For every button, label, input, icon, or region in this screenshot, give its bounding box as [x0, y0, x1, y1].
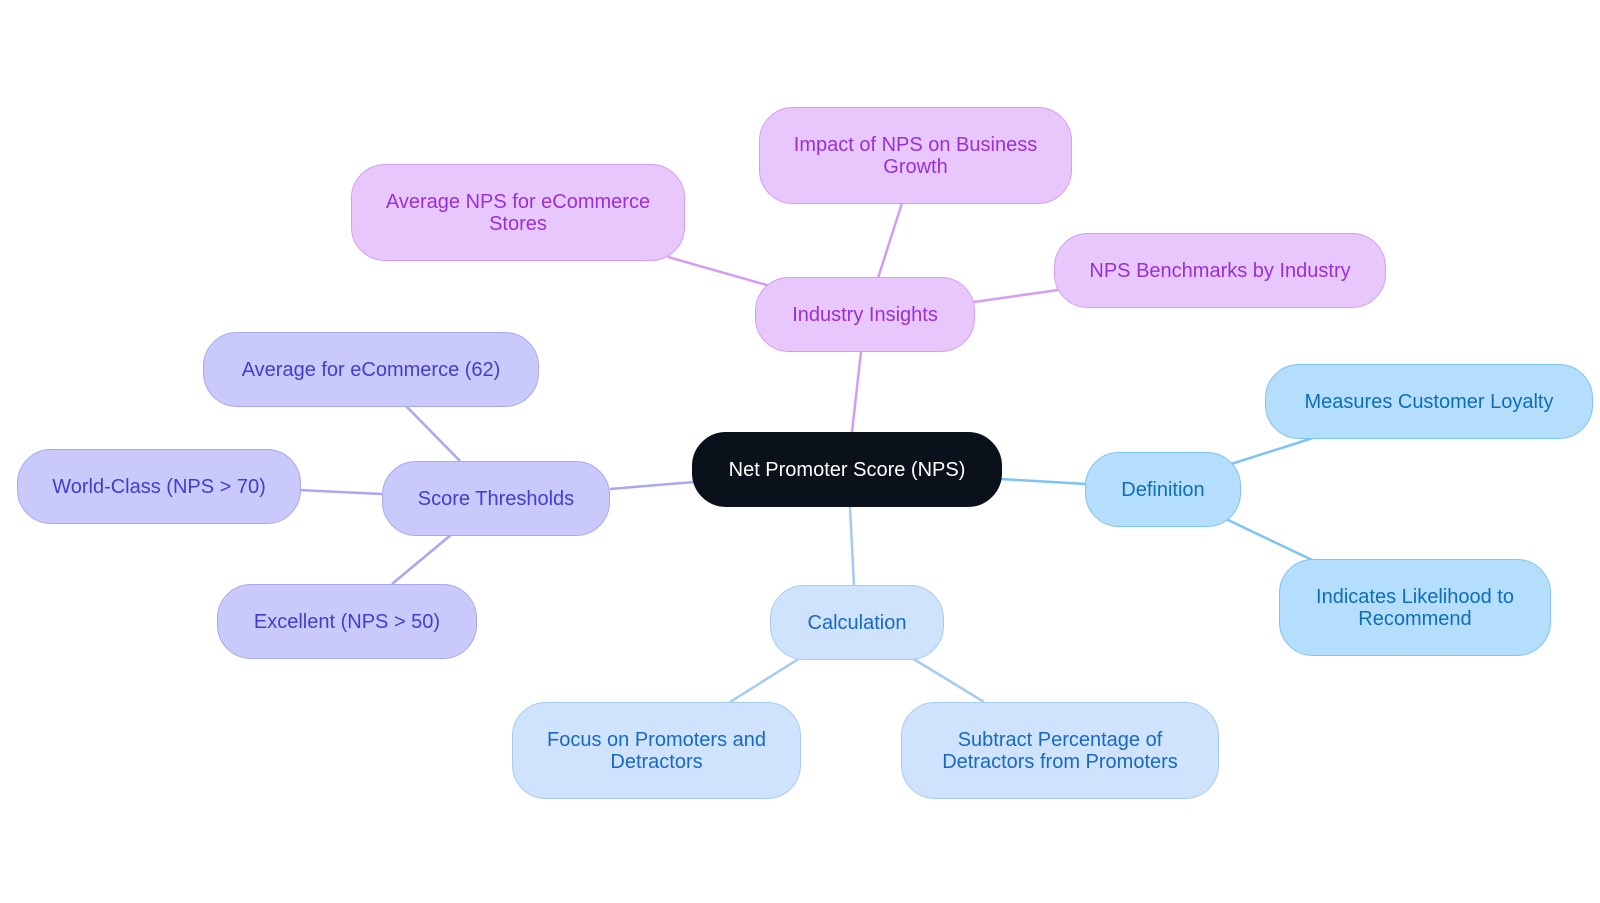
connector-definition-indicates	[1225, 517, 1313, 562]
branch-definition: Definition	[1085, 452, 1241, 527]
leaf-measures-loyalty: Measures Customer Loyalty	[1265, 364, 1593, 439]
connector-calculation-focus	[729, 656, 801, 704]
connector-thresholds-excellent	[391, 533, 453, 585]
leaf-world-class: World-Class (NPS > 70)	[17, 449, 301, 524]
branch-industry-insights: Industry Insights	[755, 277, 975, 352]
branch-score-thresholds: Score Thresholds	[382, 461, 610, 536]
branch-calculation: Calculation	[770, 585, 944, 660]
leaf-impact-of-nps: Impact of NPS on Business Growth	[759, 107, 1072, 204]
leaf-indicates-likelihood: Indicates Likelihood to Recommend	[1279, 559, 1551, 656]
connector-calculation-subtract	[911, 656, 985, 704]
connector-definition-measures	[1227, 435, 1317, 467]
connector-thresholds-average	[405, 405, 461, 462]
connector-insights-average	[667, 255, 771, 288]
leaf-average-nps-ecommerce: Average NPS for eCommerce Stores	[351, 164, 685, 261]
connector-root-definition	[999, 477, 1087, 486]
leaf-focus-promoters: Focus on Promoters and Detractors	[512, 702, 801, 799]
leaf-subtract-percentage: Subtract Percentage of Detractors from P…	[901, 702, 1219, 799]
root-node: Net Promoter Score (NPS)	[692, 432, 1002, 507]
connector-root-calculation	[848, 506, 856, 587]
connector-insights-benchmarks	[973, 288, 1059, 304]
connector-root-thresholds	[609, 480, 695, 491]
connector-root-insights	[850, 351, 863, 433]
connector-thresholds-worldclass	[297, 488, 383, 496]
connector-insights-impact	[876, 202, 904, 279]
leaf-nps-benchmarks: NPS Benchmarks by Industry	[1054, 233, 1386, 308]
leaf-excellent: Excellent (NPS > 50)	[217, 584, 477, 659]
leaf-average-ecommerce-62: Average for eCommerce (62)	[203, 332, 539, 407]
